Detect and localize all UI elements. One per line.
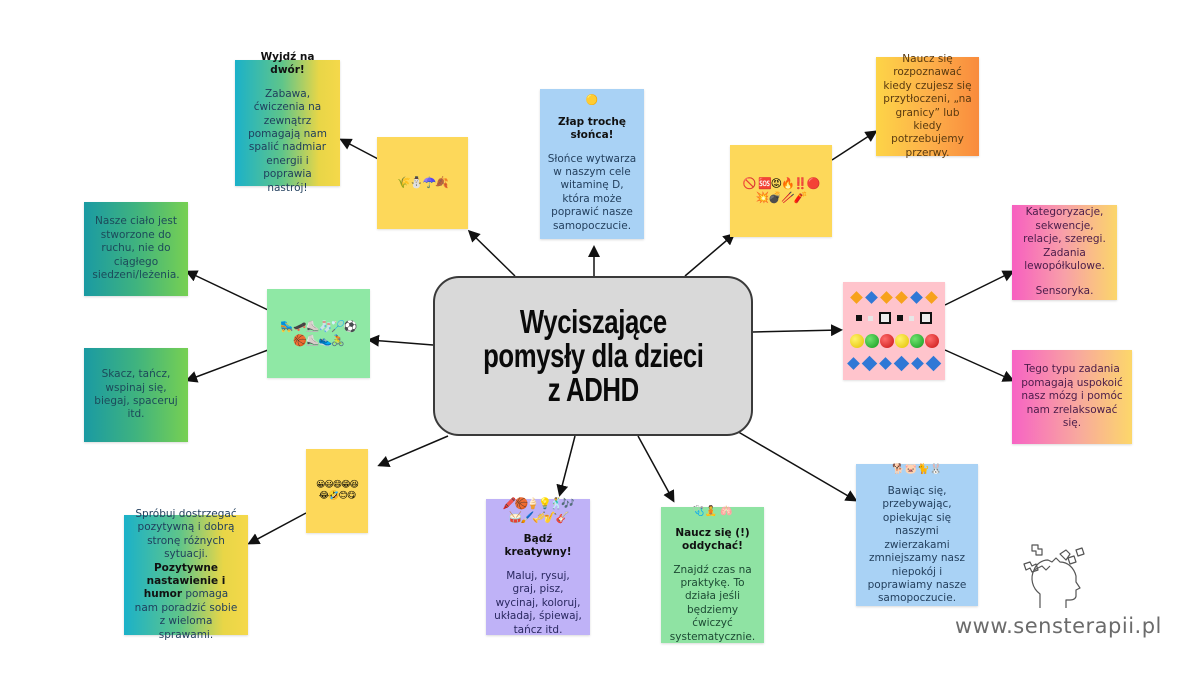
tiny-square-icon: [909, 315, 914, 321]
blue-diamond-icon: [847, 357, 860, 370]
card-go-outside: Wyjdź na dwór! Zabawa, ćwiczenia na zewn…: [235, 51, 340, 194]
card-text-intro: Spróbuj dostrzegać pozytywną i dobrą str…: [135, 507, 237, 561]
tile-seasons-emoji: 🌾⛄☂️🍂: [377, 137, 468, 229]
card-title: Naucz się (!) oddychać!: [675, 526, 750, 553]
tile-pattern-sequences: [843, 282, 945, 380]
sports-icons-row2: 🏀⛸️👟🚴: [293, 333, 345, 347]
creative-icons-row2: 🥁🖌️🎺🎷🎸: [508, 510, 570, 524]
orange-diamond-icon: [850, 291, 863, 304]
card-title: Złap trochę słońca!: [558, 115, 626, 142]
central-topic: Wyciszające pomysły dla dzieci z ADHD: [433, 276, 753, 436]
card-text: Bawiąc się, przebywając, opiekując się n…: [867, 484, 967, 605]
head-puzzle-logo-icon: [1023, 544, 1085, 608]
card-calm-brain: Tego typu zadania pomagają uspokoić nasz…: [1012, 350, 1132, 444]
blue-diamond-icon: [925, 355, 942, 372]
card-text: Znajdź czas na praktykę. To działa jeśli…: [669, 563, 756, 643]
sports-icons-row1: 🛼🛹⛸️🧦🏸⚽: [280, 319, 357, 333]
diamond-row-mixed: [850, 291, 938, 304]
diamond-row-blue: [847, 355, 942, 372]
card-text: Naucz się rozpoznawać kiedy czujesz się …: [883, 52, 972, 159]
tile-sports-emoji: 🛼🛹⛸️🧦🏸⚽ 🏀⛸️👟🚴: [267, 289, 370, 378]
yellow-circle-icon: [894, 334, 909, 348]
blue-diamond-icon: [861, 355, 878, 372]
green-circle-icon: [909, 334, 924, 348]
red-circle-icon: [924, 334, 939, 348]
smileys-row2: 😂🤣😊😋: [318, 491, 356, 501]
large-square-icon: [920, 312, 932, 324]
card-positive-attitude: Spróbuj dostrzegać pozytywną i dobrą str…: [124, 508, 248, 641]
card-text: Nasze ciało jest stworzone do ruchu, nie…: [92, 215, 180, 282]
orange-diamond-icon: [925, 291, 938, 304]
website-url: www.sensterapii.pl: [955, 614, 1162, 638]
square-row: [856, 312, 932, 324]
red-circle-icon: [879, 334, 894, 348]
blue-diamond-icon: [865, 291, 878, 304]
seasons-icons: 🌾⛄☂️🍂: [397, 176, 449, 190]
card-text: Spróbuj dostrzegać pozytywną i dobrą str…: [131, 508, 241, 642]
small-square-icon: [897, 315, 903, 321]
orange-diamond-icon: [895, 291, 908, 304]
blue-diamond-icon: [911, 357, 924, 370]
card-text: Kategoryzacje, sekwencje, relacje, szere…: [1023, 206, 1106, 272]
large-square-icon: [879, 312, 891, 324]
yellow-circle-icon: [849, 334, 864, 348]
card-be-creative: 🖍️🏀🍦💡🕺🎶 🥁🖌️🎺🎷🎸 Bądź kreatywny! Maluj, ry…: [486, 496, 590, 636]
ball-row: [849, 334, 939, 348]
smileys-row1: 😀😃😄😁😆: [316, 479, 359, 490]
card-pets: 🐕🐷🐈🐰 Bawiąc się, przebywając, opiekując …: [856, 464, 978, 606]
blue-diamond-icon: [879, 357, 892, 370]
tile-smileys-emoji: 😀😃😄😁😆 😂🤣😊😋: [306, 449, 368, 533]
orange-diamond-icon: [880, 291, 893, 304]
blue-diamond-icon: [910, 291, 923, 304]
card-learn-breathing: 🩺🧘 🫁 Naucz się (!) oddychać! Znajdź czas…: [661, 505, 764, 643]
tile-alarm-emoji: 🚫 🆘😡🔥‼️🔴 💥💣🥢🧨: [730, 145, 832, 237]
card-text: Maluj, rysuj, graj, pisz, wycinaj, kolor…: [494, 569, 582, 636]
card-title: Wyjdź na dwór!: [260, 50, 315, 77]
alarm-icons-row2: 💥💣🥢🧨: [755, 191, 808, 204]
card-jump-dance: Skacz, tańcz, wspinaj się, biegaj, space…: [84, 348, 188, 442]
card-text: Zabawa, ćwiczenia na zewnątrz pomagają n…: [248, 87, 327, 194]
card-categorization: Kategoryzacje, sekwencje, relacje, szere…: [1012, 205, 1117, 300]
small-square-icon: [856, 315, 862, 321]
central-title: Wyciszające pomysły dla dzieci z ADHD: [482, 303, 704, 408]
card-text: Tego typu zadania pomagają uspokoić nasz…: [1021, 363, 1123, 430]
pets-icons: 🐕🐷🐈🐰: [892, 464, 942, 476]
card-recognize-overwhelm: Naucz się rozpoznawać kiedy czujesz się …: [876, 53, 979, 159]
card-text-sensory: Sensoryka.: [1035, 285, 1094, 298]
card-catch-sun: 🟡 Złap trochę słońca! Słońce wytwarza w …: [540, 89, 644, 239]
card-text: Skacz, tańcz, wspinaj się, biegaj, space…: [94, 368, 178, 421]
green-circle-icon: [864, 334, 879, 348]
card-text-emphasis: Pozytywne nastawienie i humor: [143, 561, 226, 601]
sun-icon: 🟡: [585, 94, 599, 106]
alarm-icons-row1: 🚫 🆘😡🔥‼️🔴: [742, 177, 820, 191]
card-text-outro: pomaga nam poradzić sobie z wieloma spra…: [134, 588, 238, 641]
breathing-icons: 🩺🧘 🫁: [692, 505, 733, 517]
card-text: Słońce wytwarza w naszym cele witaminę D…: [547, 152, 637, 232]
card-body-movement: Nasze ciało jest stworzone do ruchu, nie…: [84, 202, 188, 296]
creative-icons-row1: 🖍️🏀🍦💡🕺🎶: [502, 496, 575, 510]
tiny-square-icon: [868, 315, 873, 321]
blue-diamond-icon: [893, 355, 910, 372]
card-title: Bądź kreatywny!: [504, 533, 572, 559]
